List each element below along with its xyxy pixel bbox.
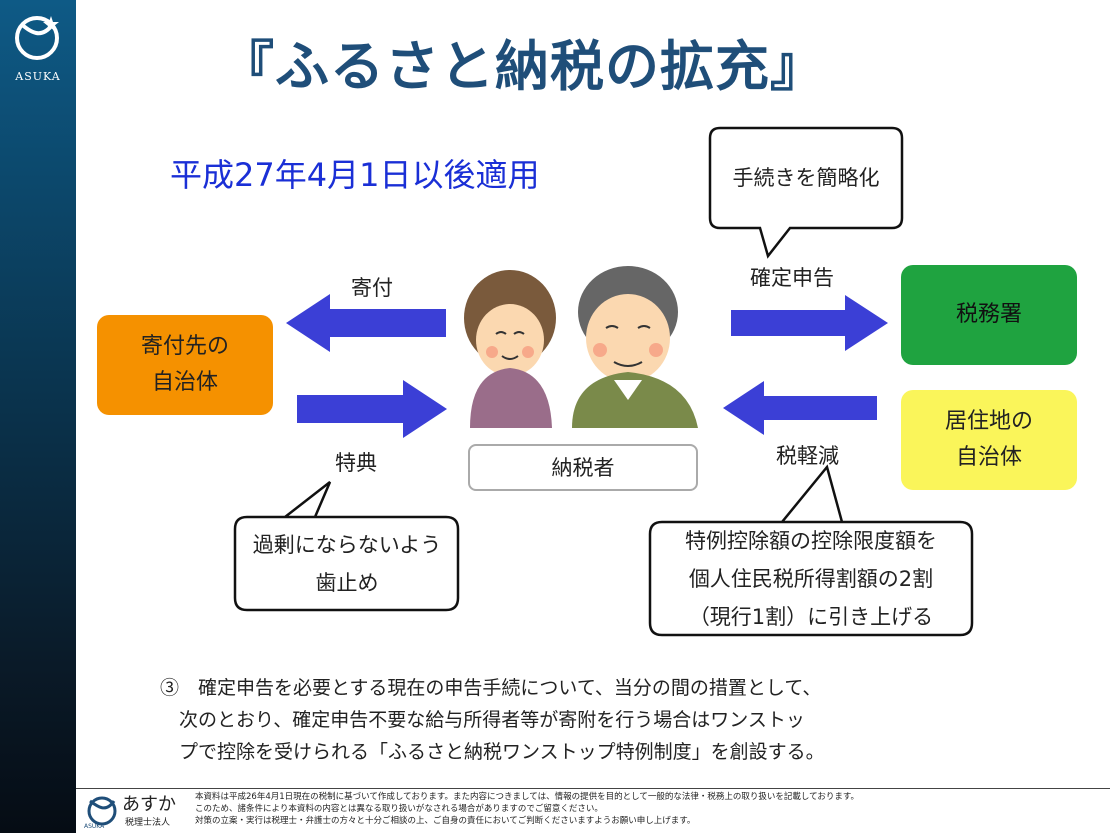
disclaimer-line: 対策の立案・実行は税理士・弁護士の方々と十分ご相談の上、ご自身の責任においてご判… xyxy=(195,816,696,826)
deduction-text: 特例控除額の控除限度額を 個人住民税所得割額の2割 （現行1割）に引き上げる xyxy=(651,522,971,636)
effective-date: 平成27年4月1日以後適用 xyxy=(170,156,540,194)
limit-line2: 歯止め xyxy=(315,571,379,595)
asuka-footer-logo-icon xyxy=(87,796,117,826)
note-line: 次のとおり、確定申告不要な給与所得者等が寄附を行う場合はワンストッ xyxy=(160,709,805,731)
taxpayer-box: 納税者 xyxy=(468,444,698,491)
footer-brand-name: あすか xyxy=(122,794,176,815)
residence-line1: 居住地の xyxy=(944,409,1033,434)
benefit-arrow xyxy=(297,380,447,438)
taxpayer-couple-icon xyxy=(464,266,698,428)
asuka-logo-icon xyxy=(15,16,59,60)
footer-logo-text: ASUKA xyxy=(84,823,105,830)
limit-text: 過剰にならないよう 歯止め xyxy=(236,526,458,602)
tax-reduction-label: 税軽減 xyxy=(776,444,839,468)
disclaimer: 本資料は平成26年4月1日現在の税制に基づいて作成しております。また内容につきま… xyxy=(195,791,859,827)
disclaimer-line: このため、諸条件により本資料の内容とは異なる取り扱いがなされる場合がありますので… xyxy=(195,804,603,814)
tax-return-arrow xyxy=(731,295,888,351)
donation-target-line2: 自治体 xyxy=(151,370,218,395)
deduction-line2: 個人住民税所得割額の2割 xyxy=(688,567,934,591)
tax-office-box: 税務署 xyxy=(901,265,1077,365)
footer-brand-sub: 税理士法人 xyxy=(125,818,171,828)
donation-arrow xyxy=(286,294,446,352)
footer-divider xyxy=(76,788,1110,789)
deduction-line1: 特例控除額の控除限度額を xyxy=(685,529,937,553)
simplify-callout xyxy=(708,126,904,259)
limit-line1: 過剰にならないよう xyxy=(252,533,442,557)
simplify-text: 手続きを簡略化 xyxy=(732,166,880,190)
note-line: プで控除を受けられる「ふるさと納税ワンストップ特例制度」を創設する。 xyxy=(160,741,825,763)
page-title: 『ふるさと納税の拡充』 xyxy=(220,34,825,98)
note-line: ③ 確定申告を必要とする現在の申告手続について、当分の間の措置として、 xyxy=(160,677,822,699)
tax-reduction-arrow xyxy=(723,381,877,435)
residence-line2: 自治体 xyxy=(955,445,1022,470)
disclaimer-line: 本資料は平成26年4月1日現在の税制に基づいて作成しております。また内容につきま… xyxy=(195,792,859,802)
donation-target-box: 寄付先の 自治体 xyxy=(97,315,273,415)
deduction-line3: （現行1割）に引き上げる xyxy=(688,605,934,629)
sidebar-logo-text: ASUKA xyxy=(15,70,61,83)
sidebar: ASUKA xyxy=(0,0,76,833)
donation-target-line1: 寄付先の xyxy=(140,334,229,359)
tax-return-label: 確定申告 xyxy=(750,266,834,290)
deduction-callout xyxy=(648,464,974,637)
donation-label: 寄付 xyxy=(351,276,393,300)
benefit-label: 特典 xyxy=(335,451,377,475)
note-paragraph: ③ 確定申告を必要とする現在の申告手続について、当分の間の措置として、 次のとお… xyxy=(160,672,1010,768)
limit-callout xyxy=(233,481,460,612)
residence-box: 居住地の 自治体 xyxy=(901,390,1077,490)
